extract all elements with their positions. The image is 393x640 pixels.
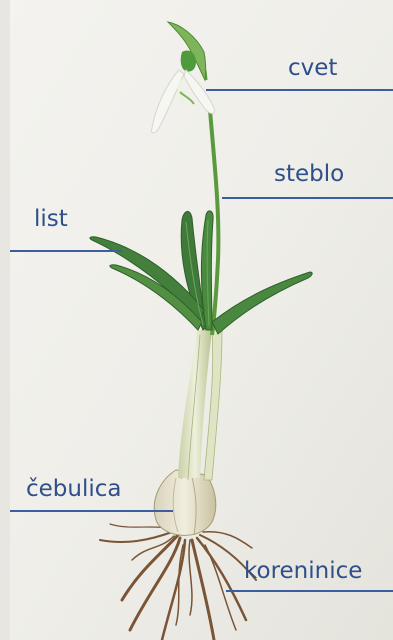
leader-line-leaf [10, 250, 122, 252]
label-bulb: čebulica [26, 478, 122, 501]
leader-line-bulb [10, 510, 173, 512]
roots [100, 524, 256, 640]
neck [178, 330, 222, 480]
label-flower: cvet [288, 57, 337, 80]
label-roots: koreninice [244, 560, 362, 583]
leader-line-stem [222, 197, 393, 199]
label-leaf: list [34, 208, 68, 231]
leaves [90, 211, 312, 334]
label-stem: steblo [274, 163, 344, 186]
leader-line-flower [206, 89, 393, 91]
leader-line-roots [226, 590, 393, 592]
